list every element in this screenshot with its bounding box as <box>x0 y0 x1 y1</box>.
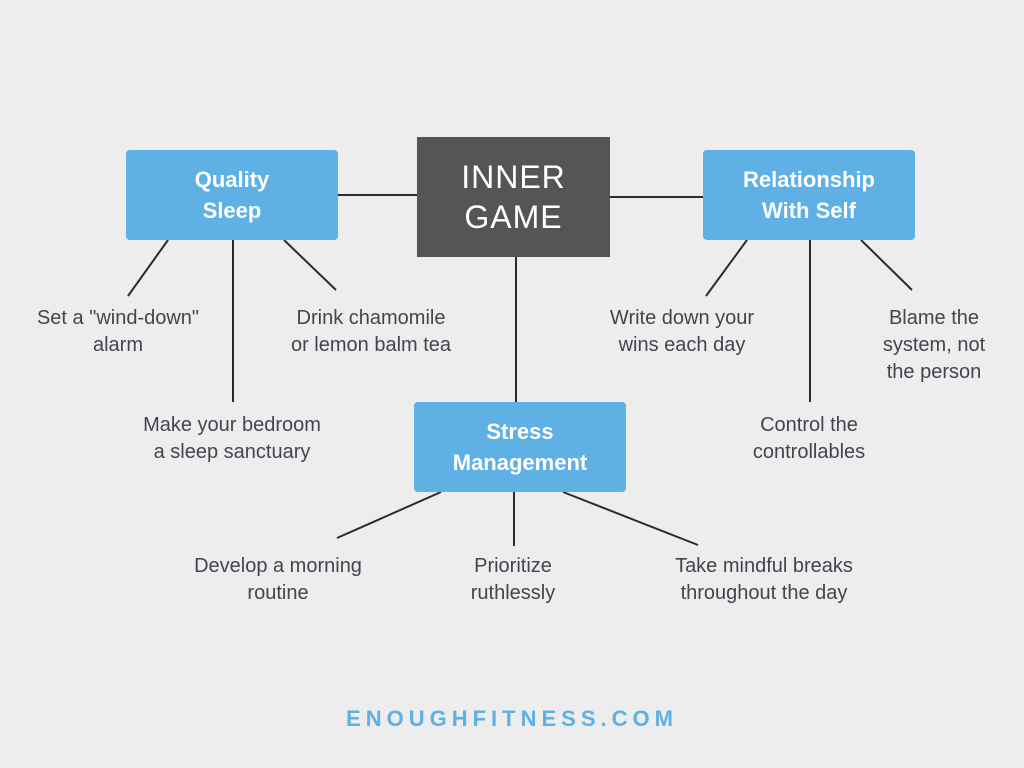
leaf-morning-routine: Develop a morning routine <box>194 553 362 607</box>
branch-node-stress-management: Stress Management <box>414 402 626 492</box>
leaf-text-line: ruthlessly <box>470 582 556 604</box>
branch-self-line-1: Relationship <box>742 167 875 192</box>
leaf-text-line: Blame the <box>888 307 980 329</box>
branch-sleep-line-1: Quality <box>194 167 270 192</box>
branch-node-relationship-with-self: Relationship With Self <box>703 150 915 240</box>
center-node-line-2: GAME <box>464 199 563 235</box>
branch-sleep-line-2: Sleep <box>202 198 262 223</box>
leaf-text-line: Make your bedroom <box>143 414 321 436</box>
leaf-text-line: Drink chamomile <box>296 307 446 329</box>
leaf-prioritize-ruthlessly: Prioritize ruthlessly <box>471 553 555 607</box>
leaf-blame-the-system: Blame the system, not the person <box>883 305 985 386</box>
connector-sleep-leaf-1 <box>127 239 169 297</box>
center-node-line-1: INNER <box>461 159 566 195</box>
connector-sleep-leaf-3 <box>283 239 337 291</box>
leaf-text-line: throughout the day <box>680 582 848 604</box>
leaf-write-down-wins: Write down your wins each day <box>610 305 754 359</box>
center-node-inner-game: INNER GAME <box>417 137 610 257</box>
connector-stress-leaf-3 <box>562 491 699 546</box>
branch-stress-line-1: Stress <box>486 419 554 444</box>
leaf-text-line: Set a "wind-down" <box>36 307 200 329</box>
leaf-bedroom-sanctuary: Make your bedroom a sleep sanctuary <box>143 412 321 466</box>
branch-self-line-2: With Self <box>762 198 856 223</box>
leaf-mindful-breaks: Take mindful breaks throughout the day <box>675 553 853 607</box>
leaf-text-line: alarm <box>92 334 143 356</box>
connector-stress-leaf-1 <box>336 491 442 539</box>
leaf-text-line: Write down your <box>609 307 755 329</box>
leaf-text-line: Control the <box>760 414 858 436</box>
leaf-text-line: Develop a morning <box>194 555 362 577</box>
branch-node-quality-sleep: Quality Sleep <box>126 150 338 240</box>
footer-site-url: ENOUGHFITNESS.COM <box>346 706 678 731</box>
leaf-control-controllables: Control the controllables <box>753 412 865 466</box>
leaf-text-line: Prioritize <box>474 555 552 577</box>
leaf-wind-down-alarm: Set a "wind-down" alarm <box>37 305 199 359</box>
connector-self-leaf-3 <box>860 239 913 291</box>
leaf-text-line: controllables <box>752 441 866 463</box>
connector-self-leaf-1 <box>705 239 748 297</box>
leaf-text-line: routine <box>247 582 309 604</box>
leaf-chamomile-tea: Drink chamomile or lemon balm tea <box>291 305 451 359</box>
leaf-text-line: system, not <box>882 334 986 356</box>
leaf-text-line: Take mindful breaks <box>675 555 853 577</box>
leaf-text-line: a sleep sanctuary <box>153 441 311 463</box>
branch-stress-line-2: Management <box>452 450 588 475</box>
leaf-text-line: the person <box>886 361 982 383</box>
leaf-text-line: wins each day <box>618 334 746 356</box>
leaf-text-line: or lemon balm tea <box>290 334 452 356</box>
